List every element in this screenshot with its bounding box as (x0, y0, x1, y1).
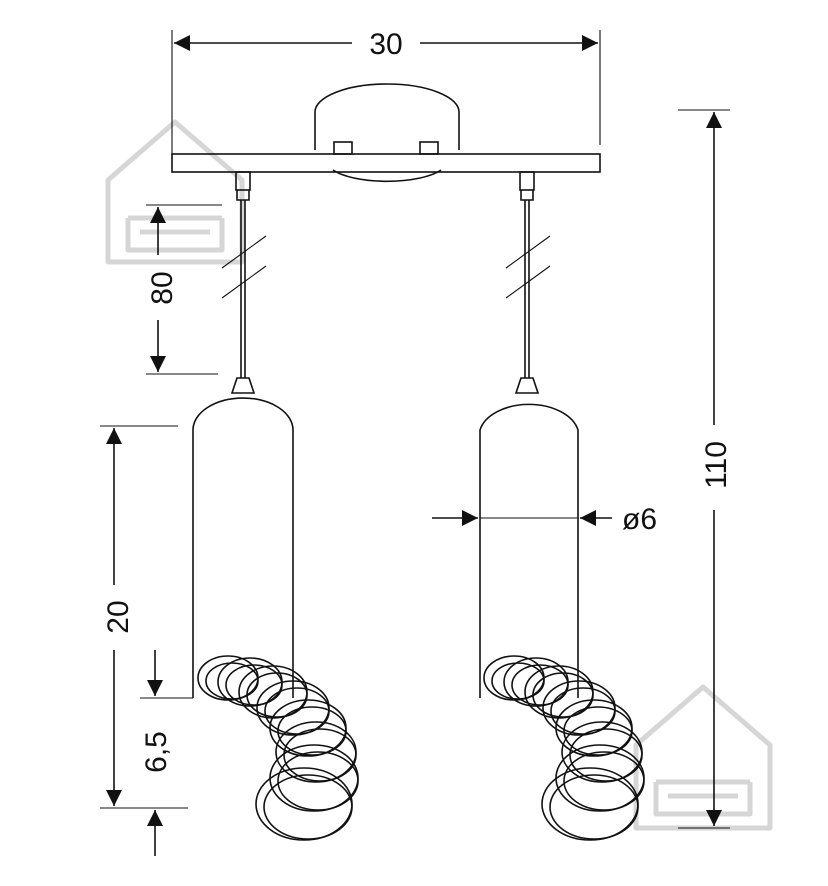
coil-ring (246, 672, 308, 718)
coil-ring (555, 699, 633, 757)
coil-ring (569, 728, 643, 782)
coil-ring (283, 728, 357, 782)
left-cable (221, 171, 267, 394)
watermark-house-logo-right (633, 684, 773, 831)
coil-ring (205, 662, 259, 700)
coil-ring (511, 664, 569, 706)
dimension-shade-height-label: 20 (102, 600, 135, 633)
watermark-house-logo-left (105, 119, 245, 265)
coil-ring (225, 664, 283, 706)
dimension-coil-height-label: 6,5 (140, 731, 173, 773)
dimension-width-label: 30 (369, 28, 402, 61)
mounting-bar (171, 153, 601, 173)
dimension-diameter-label: ø6 (622, 503, 657, 536)
coil-ring (269, 699, 347, 757)
dimension-cable-label: 80 (146, 271, 179, 304)
coil-ring (277, 706, 347, 756)
right-shade (479, 403, 579, 698)
right-coil (483, 655, 645, 841)
ceiling-canopy (314, 83, 460, 183)
coil-ring (549, 774, 639, 840)
dimension-total-height-label: 110 (700, 441, 733, 489)
coil-ring (263, 774, 353, 840)
left-coil (197, 655, 359, 841)
dimension-diameter: ø6 (432, 503, 657, 536)
dimension-total-height: 110 (678, 109, 733, 829)
right-cable (505, 171, 551, 394)
dimension-cable: 80 (146, 204, 222, 375)
coil-ring (563, 751, 645, 811)
coil-ring (277, 751, 359, 811)
dimension-width: 30 (171, 28, 601, 154)
left-shade (192, 397, 294, 698)
dimension-shade-height: 20 (100, 425, 188, 809)
dimension-coil-height: 6,5 (140, 650, 193, 856)
coil-ring (563, 706, 633, 756)
coil-ring (532, 672, 594, 718)
coil-ring (491, 662, 545, 700)
